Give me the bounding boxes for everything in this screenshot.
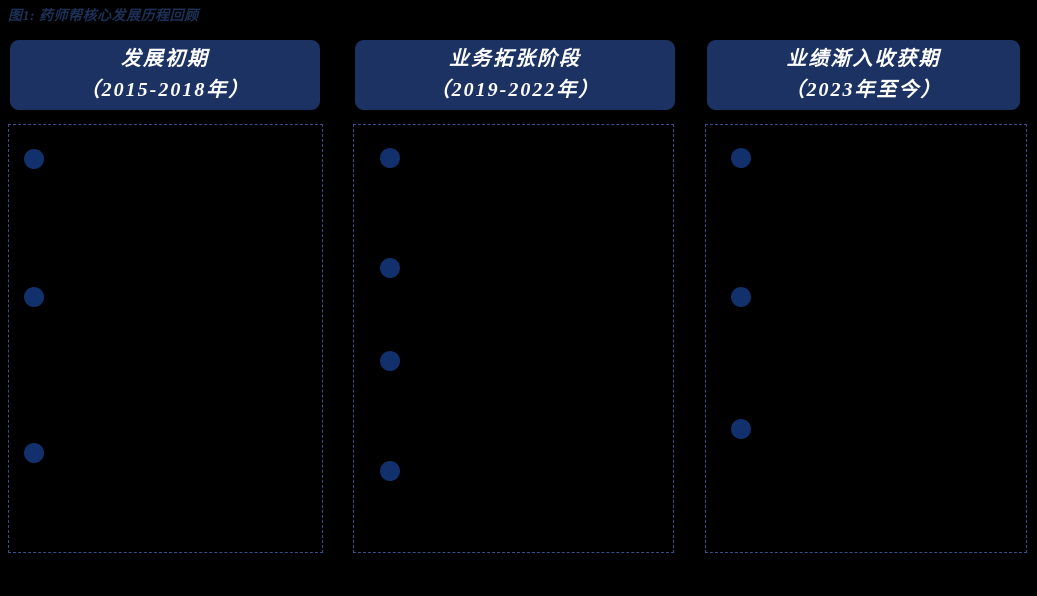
- phase-period: （2023年至今）: [784, 79, 943, 101]
- bullet-point-icon: [380, 148, 400, 168]
- bullet-point-icon: [24, 287, 44, 307]
- bullet-point-icon: [380, 461, 400, 481]
- bullet-point-icon: [380, 258, 400, 278]
- bullet-point-icon: [24, 149, 44, 169]
- phase-header-development-initial: 发展初期 （2015-2018年）: [10, 40, 320, 110]
- phase-period: （2019-2022年）: [429, 79, 601, 101]
- phase-header-harvest-period: 业绩渐入收获期 （2023年至今）: [707, 40, 1020, 110]
- bullet-point-icon: [731, 287, 751, 307]
- bullet-point-icon: [24, 443, 44, 463]
- phase-content-box-2: [353, 124, 674, 553]
- phase-header-business-expansion: 业务拓张阶段 （2019-2022年）: [355, 40, 675, 110]
- bullet-point-icon: [380, 351, 400, 371]
- phase-period: （2015-2018年）: [79, 79, 251, 101]
- bullet-point-icon: [731, 148, 751, 168]
- phase-name: 业务拓张阶段: [449, 48, 581, 70]
- phase-name: 业绩渐入收获期: [786, 48, 941, 70]
- bullet-point-icon: [731, 419, 751, 439]
- figure-title: 图1: 药师帮核心发展历程回顾: [8, 9, 199, 24]
- phase-content-box-1: [8, 124, 323, 553]
- phase-content-box-3: [705, 124, 1027, 553]
- phase-name: 发展初期: [121, 48, 209, 70]
